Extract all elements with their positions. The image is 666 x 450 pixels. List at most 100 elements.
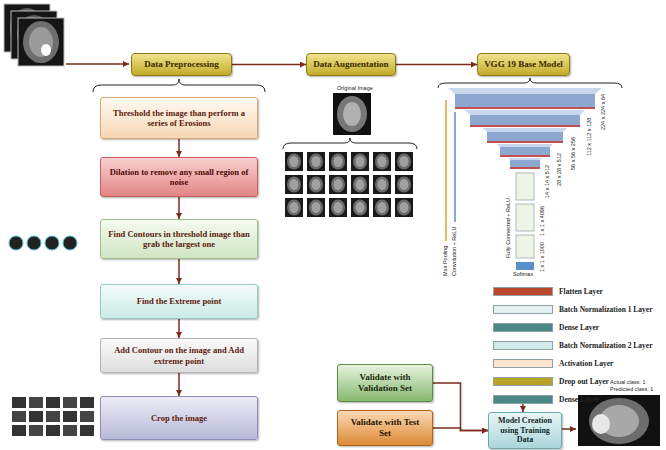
layer-dimension: Fully Connected + ReLU <box>506 198 512 258</box>
mri-image <box>18 18 64 66</box>
node-text: VGG 19 Base Model <box>484 59 563 70</box>
crop-thumb <box>80 411 94 422</box>
crop-thumb <box>29 397 43 408</box>
process-box: Model Creation using Training Data <box>488 412 562 449</box>
layer-bar <box>493 359 553 368</box>
crop-thumb <box>80 397 94 408</box>
crop-thumb <box>12 425 26 436</box>
layer-dimension: 112 x 112 x 128 <box>587 118 593 156</box>
pool-layer <box>470 125 580 127</box>
augmented-image <box>351 152 369 171</box>
crop-thumb <box>63 411 77 422</box>
process-box: Threshold the image than perform a serie… <box>100 97 258 139</box>
node-text: Find the Extreme point <box>107 296 251 306</box>
augmented-image <box>285 175 303 194</box>
fc-layer <box>516 235 534 258</box>
tumor <box>41 44 51 56</box>
layer-item: Activation Layer <box>493 358 613 368</box>
flow-arrow <box>66 63 129 65</box>
layer-label: Batch Normalization 2 Layer <box>559 341 653 350</box>
node-text: Dilation to remove any small region of n… <box>107 167 251 187</box>
layer-bar <box>493 377 553 386</box>
layer-bar <box>493 395 553 404</box>
contour-thumb <box>27 236 41 250</box>
augmented-image <box>351 175 369 194</box>
layer-dimension: Max Pooling <box>443 246 449 276</box>
mri-brain <box>23 21 59 63</box>
bracket <box>93 79 265 92</box>
node-text: Model Creation using Training Data <box>495 416 555 445</box>
crop-thumb <box>29 411 43 422</box>
bracket <box>438 78 622 88</box>
stage-header: Data Augmentation <box>306 53 396 76</box>
flow-arrow <box>232 64 306 66</box>
bracket <box>283 138 417 149</box>
layer-item: Dense Layer <box>493 322 599 332</box>
flow-arrow <box>178 373 180 396</box>
conv-block <box>448 88 602 94</box>
augmented-image <box>373 198 391 217</box>
layer-label: Activation Layer <box>559 359 613 368</box>
layer-dimension: 14 x 14 x 512 <box>545 165 551 198</box>
layer-bar <box>493 323 553 332</box>
flow-arrow <box>396 64 477 66</box>
mri-brain <box>337 96 367 132</box>
tumor <box>592 414 610 434</box>
node-text: Crop the image <box>107 413 251 423</box>
pool-layer <box>500 155 550 157</box>
conv-block <box>510 160 540 167</box>
node-text: Validate with Test Set <box>344 417 426 439</box>
conv-block <box>455 94 595 107</box>
note-label: Original Image <box>337 86 373 92</box>
mri-brain <box>29 27 53 57</box>
augmented-image <box>373 152 391 171</box>
mri-brain <box>589 398 649 444</box>
layer-dimension: Convolution + ReLU <box>452 227 458 276</box>
fc-layer <box>516 204 534 231</box>
process-box: Find Contours in threshold image than gr… <box>100 219 258 259</box>
conv-block <box>470 115 580 125</box>
augmented-image <box>329 175 347 194</box>
layer-dimension: 56 x 56 x 256 <box>571 137 577 170</box>
augmented-image <box>329 152 347 171</box>
augmented-image <box>285 198 303 217</box>
flow-arrow <box>178 139 180 157</box>
crop-thumb <box>29 425 43 436</box>
conv-block <box>465 110 585 115</box>
layer-label: Dense Layer <box>559 395 599 404</box>
augmented-image <box>351 198 369 217</box>
node-text: Validate with Validation Set <box>344 372 426 394</box>
flow-arrow <box>178 197 180 219</box>
pool-layer <box>510 167 540 169</box>
layer-dimension: 1 x 1 x 1000 <box>540 242 546 272</box>
note-label: Actual class: 1 <box>610 380 645 386</box>
augmented-image <box>307 198 325 217</box>
process-box: Dilation to remove any small region of n… <box>100 157 258 197</box>
augmented-image <box>307 175 325 194</box>
contour-thumb <box>9 236 23 250</box>
process-box: Crop the image <box>100 396 258 440</box>
layer-label: Flatten Layer <box>559 287 603 296</box>
flow-arrow <box>522 404 524 412</box>
node-text: Data Augmentation <box>313 59 388 70</box>
augmented-image <box>395 152 413 171</box>
layer-bar <box>493 305 553 314</box>
crop-thumb <box>46 411 60 422</box>
crop-thumbs <box>12 397 94 436</box>
pool-layer <box>487 141 563 143</box>
layer-bar <box>493 287 553 296</box>
augmented-image <box>373 175 391 194</box>
conv-block <box>500 147 550 155</box>
stage-header: Data Preprocessing <box>131 53 232 76</box>
node-text: Find Contours in threshold image than gr… <box>107 229 251 249</box>
crop-thumb <box>12 411 26 422</box>
layer-item: Batch Normalization 1 Layer <box>493 304 653 314</box>
augmented-image <box>395 175 413 194</box>
contour-thumb <box>45 236 59 250</box>
layer-dimension: 28 x 28 x 512 <box>557 153 563 186</box>
note-label: Softmax <box>513 272 533 278</box>
augmented-image <box>285 152 303 171</box>
flow-arrow <box>433 428 488 431</box>
layer-dimension: 1 x 1 x 4096 <box>540 206 546 236</box>
